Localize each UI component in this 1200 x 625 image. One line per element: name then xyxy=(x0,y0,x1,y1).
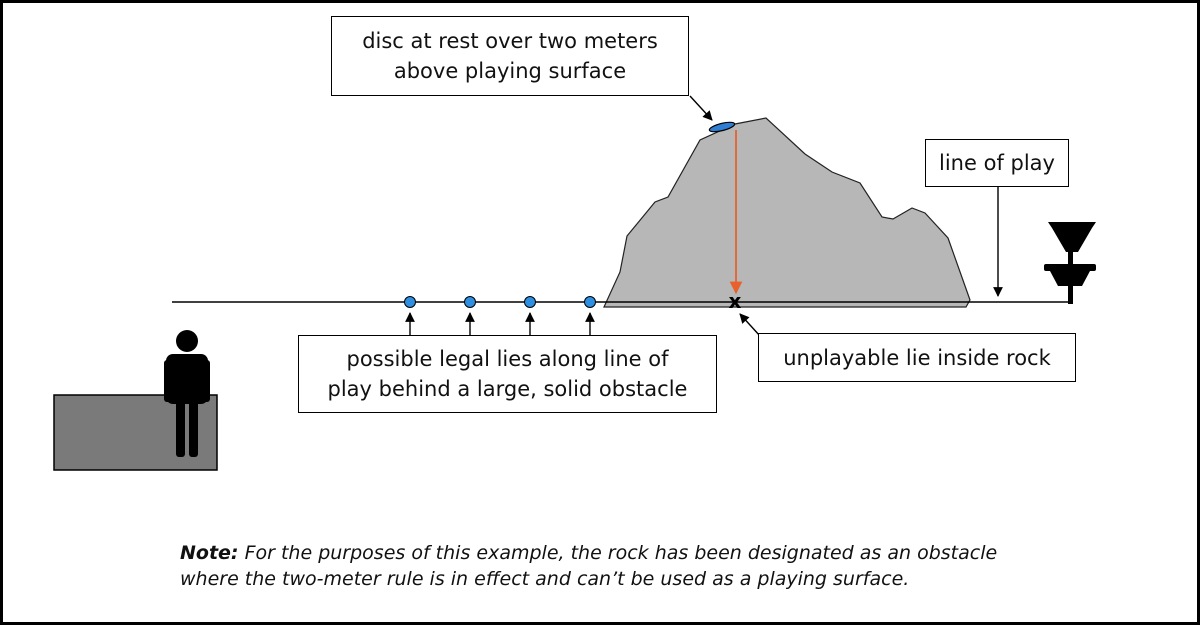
unplayable-lie-marker: x xyxy=(729,289,742,313)
player-icon xyxy=(164,330,210,457)
disc-callout-arrow xyxy=(689,95,713,121)
legal-lie-dot xyxy=(584,296,596,308)
legal-lie-arrows xyxy=(405,312,595,335)
legal-lies-group xyxy=(404,296,596,308)
disc-at-rest-line-2: above playing surface xyxy=(393,59,627,83)
unplayable-lie-callout: unplayable lie inside rock xyxy=(758,333,1076,382)
line-of-play-callout: line of play xyxy=(925,139,1069,187)
footnote-text-1: For the purposes of this example, the ro… xyxy=(244,542,998,564)
footnote-line-1: Note: For the purposes of this example, … xyxy=(180,540,1160,566)
footnote-label: Note: xyxy=(180,542,239,564)
disc-at-rest-callout: disc at rest over two meters above playi… xyxy=(331,16,689,96)
legal-lie-dot xyxy=(524,296,536,308)
legal-lies-line-2: play behind a large, solid obstacle xyxy=(327,377,688,401)
legal-lies-callout: possible legal lies along line of play b… xyxy=(298,335,717,413)
basket-icon xyxy=(1044,222,1096,304)
footnote-text-2: where the two-meter rule is in effect an… xyxy=(180,568,910,590)
legal-lie-dot xyxy=(404,296,416,308)
footnote: Note: For the purposes of this example, … xyxy=(180,540,1160,592)
legal-lie-dot xyxy=(464,296,476,308)
unplayable-arrow xyxy=(739,313,761,337)
rock xyxy=(603,117,971,308)
disc xyxy=(708,121,736,133)
disc-at-rest-line-1: disc at rest over two meters xyxy=(362,29,658,53)
line-of-play-label: line of play xyxy=(939,151,1055,175)
legal-lies-line-1: possible legal lies along line of xyxy=(346,347,669,371)
unplayable-lie-label: unplayable lie inside rock xyxy=(783,345,1051,370)
